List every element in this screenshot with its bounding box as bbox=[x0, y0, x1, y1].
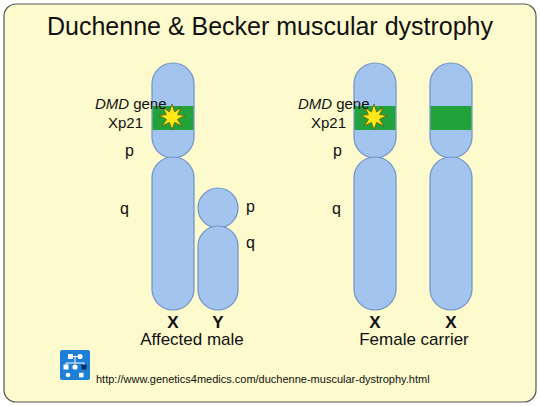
arm-label: q bbox=[246, 234, 255, 252]
arm-label: q bbox=[332, 200, 341, 218]
group-caption: Female carrier bbox=[359, 331, 469, 350]
arm-label: p bbox=[333, 142, 342, 160]
arm-label: p bbox=[125, 142, 134, 160]
dmd-band bbox=[431, 106, 472, 130]
chromosome-label: X bbox=[445, 314, 456, 333]
group-caption: Affected male bbox=[140, 331, 244, 350]
diagram-title: Duchenne & Becker muscular dystrophy bbox=[0, 13, 540, 41]
gene-word: gene bbox=[336, 96, 369, 113]
source-url: http://www.genetics4medics.com/duchenne-… bbox=[96, 373, 430, 385]
frame bbox=[4, 4, 536, 402]
locus-label: Xp21 bbox=[108, 115, 143, 132]
gene-name: DMD bbox=[298, 96, 332, 113]
x-chromosome bbox=[430, 63, 472, 310]
arm-label: q bbox=[120, 200, 129, 218]
y-chromosome bbox=[198, 188, 238, 310]
locus-label: Xp21 bbox=[311, 115, 346, 132]
logo-icon bbox=[60, 350, 90, 380]
chromosome-label: X bbox=[167, 314, 178, 333]
arm-label: p bbox=[246, 198, 255, 216]
gene-word: gene bbox=[133, 96, 166, 113]
chromosome-label: Y bbox=[212, 314, 223, 333]
chromosome-label: X bbox=[369, 314, 380, 333]
gene-name: DMD bbox=[95, 96, 129, 113]
